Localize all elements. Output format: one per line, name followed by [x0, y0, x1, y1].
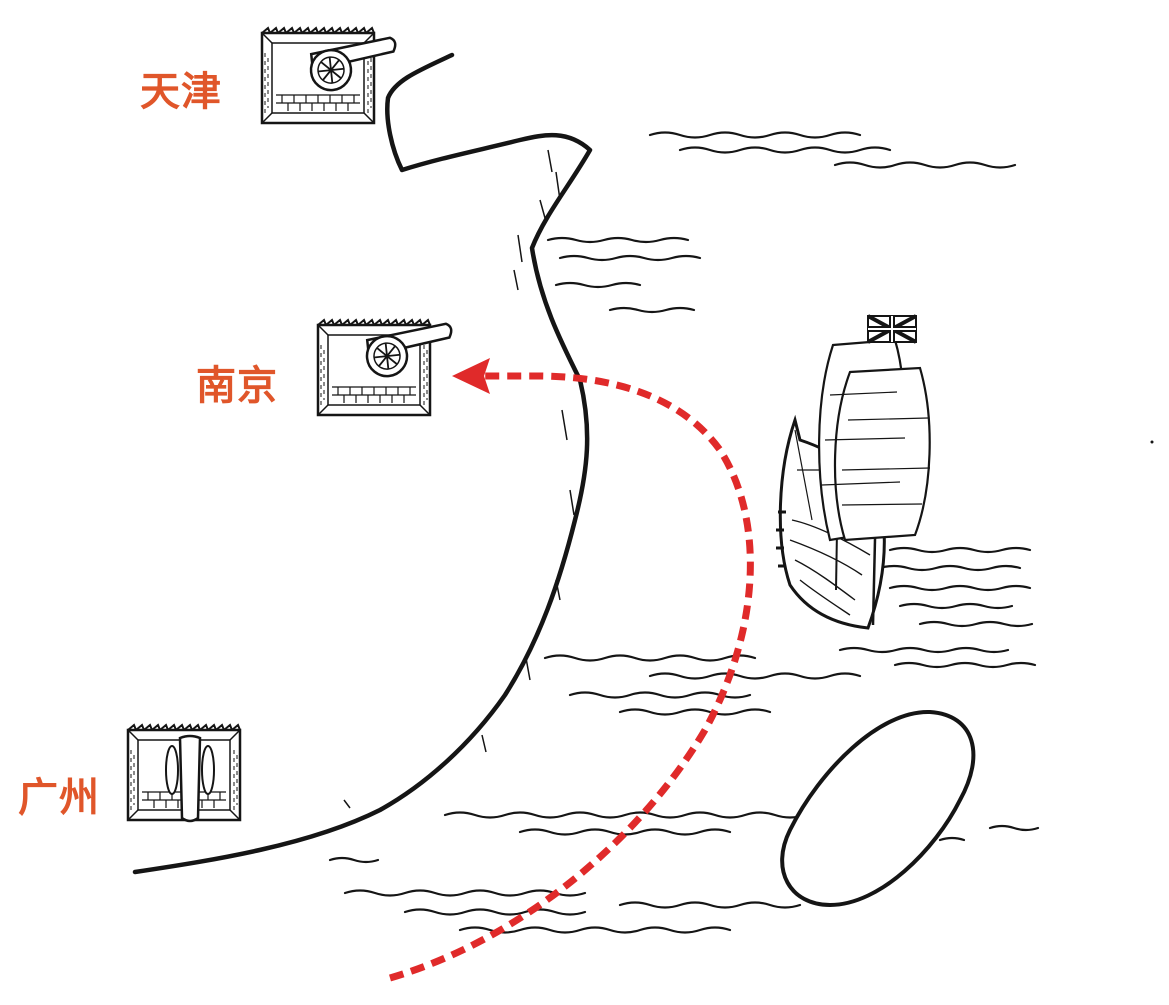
coastline-hatching [343, 149, 575, 809]
route-arrow-head [452, 358, 490, 394]
city-label-guangzhou: 广州 [18, 775, 100, 821]
fortress-nanjing-icon [316, 318, 457, 417]
sailing-ship-icon [776, 324, 931, 630]
union-jack-flag-icon [867, 314, 917, 344]
coastline [132, 52, 593, 875]
sea-waves [328, 131, 1040, 934]
island-icon [780, 709, 976, 908]
city-label-tianjin: 天津 [140, 69, 222, 115]
city-label-nanjing: 南京 [196, 363, 278, 409]
fortress-guangzhou-icon [126, 723, 242, 823]
fortress-tianjin-icon [260, 26, 401, 125]
route-path [389, 372, 754, 982]
